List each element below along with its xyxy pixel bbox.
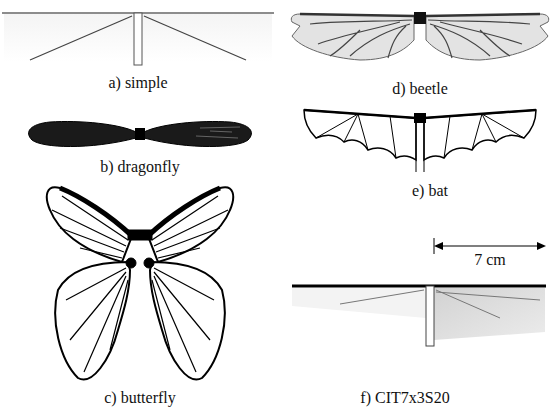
beetle-right <box>426 14 549 60</box>
wing-membrane <box>426 14 549 60</box>
dimension-label: 7 cm <box>474 251 506 269</box>
simple-wing <box>2 13 274 65</box>
wing-membrane <box>291 14 414 60</box>
leading-edge <box>300 14 414 16</box>
hindwing <box>150 262 225 379</box>
wing-rib <box>144 16 246 60</box>
arrow-head <box>434 242 443 250</box>
caption: c) butterfly <box>104 389 176 407</box>
dimension-line <box>437 245 543 246</box>
wing-membrane <box>29 121 136 146</box>
wing-vein <box>152 196 228 372</box>
hinge <box>144 258 154 268</box>
wing-spar <box>424 123 425 172</box>
wing-membrane <box>304 110 416 160</box>
wing-root <box>135 128 145 140</box>
wing-vein <box>310 20 412 58</box>
wing-finger <box>316 114 396 158</box>
wing-root <box>128 230 152 240</box>
leading-edge <box>148 188 220 236</box>
butterfly-wing <box>47 187 233 379</box>
beetle-wing <box>291 12 548 60</box>
caption: d) beetle <box>392 80 448 98</box>
wing-spar <box>426 286 434 346</box>
caption: a) simple <box>108 74 167 92</box>
leading-edge <box>424 110 536 118</box>
wing-root <box>414 113 426 123</box>
extension-line <box>434 238 435 254</box>
wing-rib <box>30 16 132 60</box>
wing-root <box>414 12 426 24</box>
bat-wing <box>304 110 536 172</box>
wing-rib <box>340 290 540 318</box>
wing-membrane <box>424 110 536 160</box>
dragonfly-wing <box>29 121 252 146</box>
wing-spar <box>416 123 417 172</box>
wing-vein <box>52 196 128 372</box>
leading-edge <box>426 14 540 16</box>
wing-finger <box>444 114 524 158</box>
bat-left <box>304 110 416 160</box>
leading-edge <box>292 285 546 288</box>
wing-membrane <box>144 121 251 146</box>
caption: f) CIT7x3S20 <box>360 389 449 407</box>
wing-spar <box>134 13 142 65</box>
butterfly-left <box>47 187 132 379</box>
leading-edge <box>60 188 132 236</box>
wing-membrane <box>292 288 426 318</box>
caption: e) bat <box>412 182 448 200</box>
butterfly-right <box>148 187 233 379</box>
wing-vein <box>428 20 530 58</box>
caption: b) dragonfly <box>100 158 180 176</box>
leading-edge <box>304 110 416 118</box>
beetle-left <box>291 14 414 60</box>
wing-vein <box>196 127 240 138</box>
bat-right <box>424 110 536 160</box>
cit-wing <box>292 238 546 346</box>
hindwing <box>55 262 130 379</box>
arrow-head <box>537 242 546 250</box>
hinge <box>126 258 136 268</box>
